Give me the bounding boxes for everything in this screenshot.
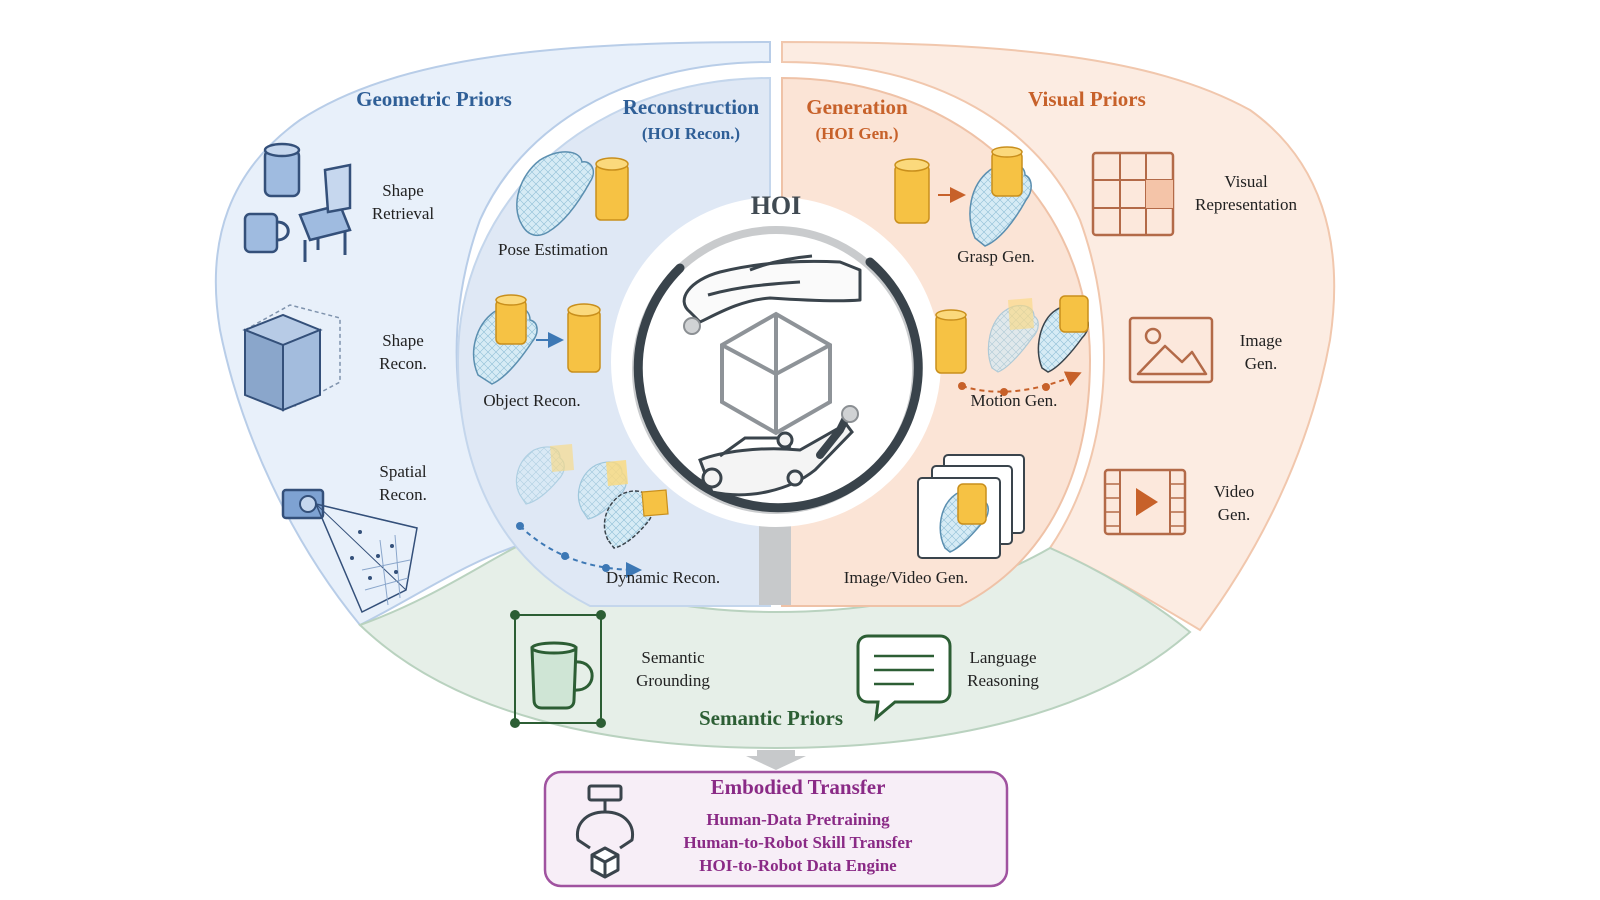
geometric-priors-title: Geometric Priors [356,87,512,111]
mug-icon [510,610,606,728]
shape-retrieval-label-1: Shape [382,181,424,200]
reconstruction-title: Reconstruction [623,95,760,119]
camera-frustum-icon [281,488,418,614]
visual-region [781,40,1336,632]
embodied-line-1: Human-Data Pretraining [706,810,890,829]
grid-icon [1091,151,1175,237]
shape-recon-label-1: Shape [382,331,424,350]
object-recon-label: Object Recon. [483,391,580,410]
generation-subtitle: (HOI Gen.) [815,124,898,143]
hand-joint-icon [683,317,701,335]
embodied-transfer-box [543,770,1009,888]
pose-estimation-icon [516,151,629,237]
semantic-grounding-label-2: Grounding [636,671,710,690]
semantic-priors-title: Semantic Priors [699,706,843,730]
spatial-recon-label-1: Spatial [379,462,426,481]
human-hand-icon [682,254,862,324]
embodied-line-3: HOI-to-Robot Data Engine [699,856,897,875]
visual-priors-title: Visual Priors [1028,87,1146,111]
hoi-title: HOI [751,191,802,220]
center-connector [759,520,791,605]
object-recon-icon [472,294,601,385]
robot-gripper-icon [575,784,635,879]
image-icon [1128,316,1214,384]
dynamic-recon-label: Dynamic Recon. [606,568,720,587]
shape-recon-label-2: Recon. [379,354,427,373]
chat-icon [856,634,952,722]
hexagon-object-icon [720,311,832,436]
shape-retrieval-label-2: Retrieval [372,204,435,223]
language-reasoning-label-2: Reasoning [967,671,1039,690]
embodied-line-2: Human-to-Robot Skill Transfer [684,833,913,852]
generation-title: Generation [806,95,908,119]
video-gen-label-1: Video [1214,482,1255,501]
image-gen-label-2: Gen. [1245,354,1278,373]
grasp-gen-icon [894,146,1032,247]
video-icon [1103,468,1187,536]
image-video-gen-icon [917,454,1025,559]
visual-representation-label-2: Representation [1195,195,1297,214]
geometric-region [214,40,771,627]
visual-representation-label-1: Visual [1224,172,1268,191]
language-reasoning-label-1: Language [969,648,1036,667]
video-gen-label-2: Gen. [1218,505,1251,524]
shape-retrieval-icon [243,142,352,262]
pose-estimation-label: Pose Estimation [498,240,609,259]
spatial-recon-label-2: Recon. [379,485,427,504]
cube-icon [242,304,341,412]
semantic-grounding-label-1: Semantic [641,648,705,667]
image-gen-label-1: Image [1240,331,1282,350]
down-arrow-icon [746,750,806,770]
image-video-gen-label: Image/Video Gen. [844,568,969,587]
grasp-gen-label: Grasp Gen. [957,247,1034,266]
motion-gen-label: Motion Gen. [971,391,1058,410]
embodied-transfer-title: Embodied Transfer [711,775,886,799]
robot-joint-icon [841,405,859,423]
reconstruction-subtitle: (HOI Recon.) [642,124,740,143]
motion-gen-icon [935,295,1089,396]
dynamic-recon-icon [515,444,669,578]
hoi-dark-arc [633,257,923,513]
